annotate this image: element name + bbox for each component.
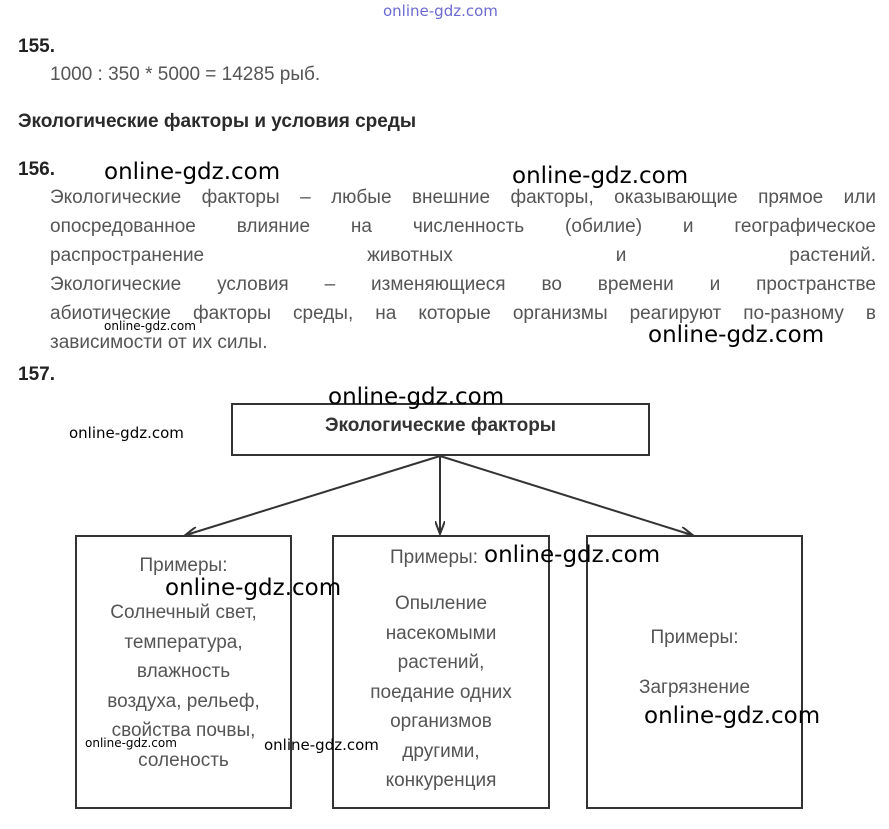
paragraph-line: опосредованное влияние на численность (о… xyxy=(50,216,876,237)
arrow-left xyxy=(186,455,441,535)
example-line: Солнечный свет, xyxy=(110,602,257,623)
box-middle-examples: Опыление насекомыми растений, поедание о… xyxy=(334,589,548,796)
watermark: online-gdz.com xyxy=(512,163,689,189)
paragraph-line: абиотические факторы среды, на которые о… xyxy=(50,303,876,324)
example-line: Опыление xyxy=(394,593,488,614)
paragraph-line: распространение животных и растений. xyxy=(50,245,876,266)
paragraph-line: Экологические условия – изменяющиеся во … xyxy=(50,274,876,295)
box-right-title: Примеры: xyxy=(650,627,739,648)
task-156-paragraph: Экологические факторы – любые внешние фа… xyxy=(50,183,876,357)
box-left-examples: Солнечный свет, температура, влажность в… xyxy=(77,598,290,775)
task-157-number: 157. xyxy=(18,364,55,385)
watermark: online-gdz.com xyxy=(648,322,825,348)
example-line: температура, xyxy=(124,631,243,653)
diagram-box-right: Примеры: Загрязнение xyxy=(586,535,803,809)
example-line: соленость xyxy=(138,749,229,771)
paragraph-line: Экологические факторы – любые внешние фа… xyxy=(50,187,876,208)
diagram-box-middle: Примеры: Опыление насекомыми растений, п… xyxy=(332,535,550,809)
watermark: online-gdz.com xyxy=(328,384,505,410)
task-156-number: 156. xyxy=(18,159,55,180)
diagram-box-left: Примеры: Солнечный свет, температура, вл… xyxy=(75,535,292,809)
example-line: свойства почвы, xyxy=(111,720,256,741)
watermark-top: online-gdz.com xyxy=(383,2,498,20)
example-line: конкуренция xyxy=(385,770,497,791)
diagram-root-box: Экологические факторы xyxy=(231,403,650,456)
example-line: другими, xyxy=(402,740,480,762)
box-left-title: Примеры: xyxy=(139,555,228,576)
arrow-right xyxy=(439,455,692,535)
watermark: online-gdz.com xyxy=(264,736,379,754)
watermark: online-gdz.com xyxy=(104,319,196,333)
example-line: насекомыми xyxy=(385,622,497,644)
task-155-number: 155. xyxy=(18,36,55,57)
example-line: поедание одних xyxy=(370,681,512,703)
example-line: растений, xyxy=(397,652,485,673)
example-line: воздуха, рельеф, xyxy=(107,690,260,712)
watermark: online-gdz.com xyxy=(644,703,821,729)
watermark: online-gdz.com xyxy=(69,424,184,442)
diagram-root-label: Экологические факторы xyxy=(324,415,557,436)
task-155-formula: 1000 : 350 * 5000 = 14285 рыб. xyxy=(50,64,321,85)
box-middle-title: Примеры: xyxy=(390,547,478,568)
section-heading: Экологические факторы и условия среды xyxy=(18,111,417,132)
box-right-examples: Загрязнение xyxy=(588,673,801,703)
watermark: online-gdz.com xyxy=(484,542,661,568)
paragraph-line: зависимости от их силы. xyxy=(50,332,268,353)
example-line: организмов xyxy=(390,711,492,732)
example-line: влажность xyxy=(136,661,231,682)
watermark: online-gdz.com xyxy=(165,575,342,601)
watermark: online-gdz.com xyxy=(104,159,281,185)
watermark: online-gdz.com xyxy=(85,736,177,750)
example-line: Загрязнение xyxy=(638,677,751,698)
